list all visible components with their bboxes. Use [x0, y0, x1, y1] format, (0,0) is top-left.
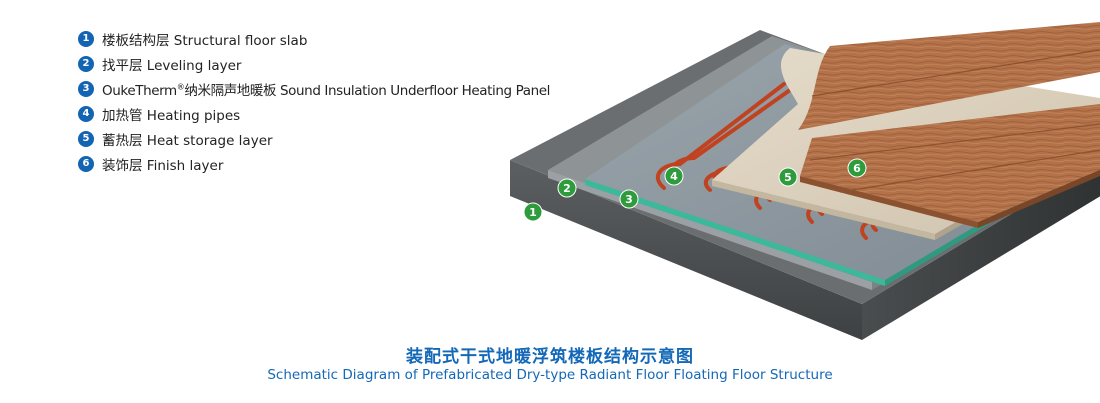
marker-label: 4 — [670, 170, 678, 183]
legend-en: Leveling layer — [146, 57, 242, 74]
marker-label: 5 — [784, 171, 792, 184]
legend-cn: 找平层 — [102, 57, 143, 74]
legend-cn: OukeTherm — [102, 82, 177, 99]
legend-cn: 加热管 — [102, 107, 143, 124]
legend-number: 2 — [78, 55, 94, 72]
marker-6: 6 — [847, 158, 867, 178]
legend-cn: 楼板结构层 — [102, 32, 170, 49]
legend-number: 4 — [78, 105, 94, 122]
layer-finish — [798, 22, 1100, 228]
legend-number: 1 — [78, 30, 94, 47]
legend-en: Heating pipes — [146, 107, 241, 124]
legend-item-6: 6 装饰层 Finish layer — [78, 151, 550, 176]
marker-label: 2 — [563, 182, 571, 195]
registered-mark: ® — [176, 82, 185, 91]
legend-cn: 装饰层 — [102, 157, 143, 174]
marker-label: 1 — [529, 206, 537, 219]
caption-cn: 装配式干式地暖浮筑楼板结构示意图 — [406, 347, 694, 367]
legend-item-1: 1 楼板结构层 Structural floor slab — [78, 26, 550, 51]
legend-number: 3 — [78, 80, 94, 97]
legend-number: 5 — [78, 130, 94, 147]
legend-item-5: 5 蓄热层 Heat storage layer — [78, 126, 550, 151]
marker-3: 3 — [619, 189, 639, 209]
marker-4: 4 — [664, 166, 684, 186]
legend-en: 纳米隔声地暖板 Sound Insulation Underfloor Heat… — [184, 82, 551, 99]
legend-number: 6 — [78, 155, 94, 172]
legend-en: Finish layer — [146, 157, 224, 174]
legend: 1 楼板结构层 Structural floor slab 2 找平层 Leve… — [78, 26, 550, 176]
marker-5: 5 — [778, 167, 798, 187]
marker-label: 6 — [853, 162, 861, 175]
marker-label: 3 — [625, 193, 633, 206]
marker-2: 2 — [557, 178, 577, 198]
legend-cn: 蓄热层 — [102, 132, 143, 149]
legend-item-3: 3 OukeTherm®纳米隔声地暖板 Sound Insulation Und… — [78, 76, 550, 101]
legend-en: Structural floor slab — [173, 32, 308, 49]
legend-item-2: 2 找平层 Leveling layer — [78, 51, 550, 76]
caption-en: Schematic Diagram of Prefabricated Dry-t… — [267, 367, 833, 383]
marker-1: 1 — [523, 202, 543, 222]
legend-en: Heat storage layer — [146, 132, 273, 149]
legend-item-4: 4 加热管 Heating pipes — [78, 101, 550, 126]
